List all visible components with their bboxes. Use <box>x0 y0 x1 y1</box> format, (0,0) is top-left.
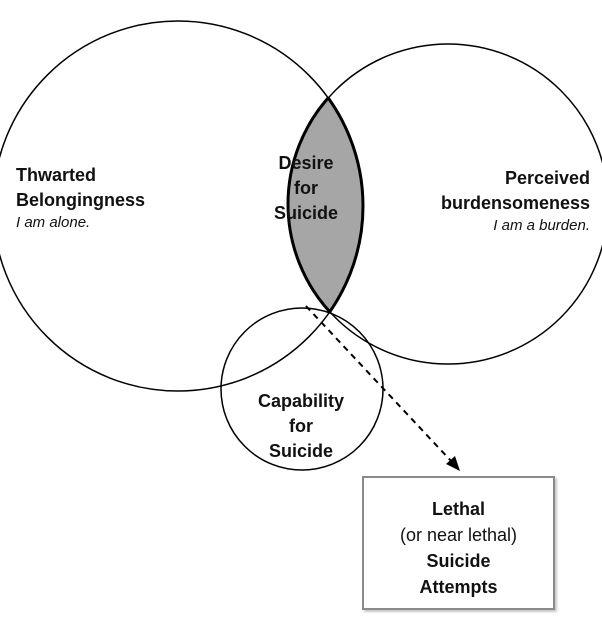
arrow-head <box>446 456 460 471</box>
desire-line-1: Desire <box>278 153 334 173</box>
arrow-line <box>305 305 453 463</box>
burden-title-2: burdensomeness <box>440 193 590 213</box>
capability-line-1: Capability <box>257 391 345 411</box>
thwarted-title-1: Thwarted <box>16 165 97 185</box>
desire-outline-left-arc <box>288 44 365 364</box>
burden-title-1: Perceived <box>504 168 590 188</box>
capability-line-2: for <box>289 416 313 436</box>
desire-outline-right-arc <box>286 42 363 366</box>
outcome-line-3: Suicide <box>426 551 491 571</box>
thwarted-title-2: Belongingness <box>16 190 146 210</box>
burden-subtitle: I am a burden. <box>493 217 590 234</box>
outcome-line-4: Attempts <box>419 577 498 597</box>
capability-line-3: Suicide <box>268 441 334 461</box>
outcome-line-1: Lethal <box>431 499 485 519</box>
capability-for-suicide-label: Capability for Suicide <box>241 389 361 464</box>
desire-line-3: Suicide <box>273 203 339 223</box>
perceived-burdensomeness-label: Perceived burdensomeness I am a burden. <box>441 166 590 236</box>
lethal-attempts-box: Lethal (or near lethal) Suicide Attempts <box>362 476 555 610</box>
desire-for-suicide-label: Desire for Suicide <box>256 151 356 226</box>
thwarted-subtitle: I am alone. <box>16 214 91 231</box>
thwarted-belongingness-label: Thwarted Belongingness I am alone. <box>16 163 145 233</box>
desire-line-2: for <box>294 178 318 198</box>
outcome-line-2: (or near lethal) <box>399 525 518 545</box>
